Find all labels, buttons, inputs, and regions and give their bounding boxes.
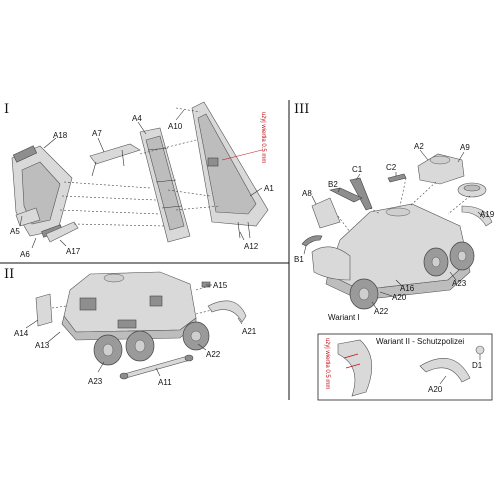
variant-2-box: Wariant II - Schutzpolizei użyj wiertła … xyxy=(317,333,493,401)
section-label-2: II xyxy=(4,267,14,282)
label-a22-s2: A22 xyxy=(206,350,221,359)
part-fender-variant-2 xyxy=(337,339,373,397)
label-a22-s3: A22 xyxy=(374,307,389,316)
part-a7-rails xyxy=(89,143,141,177)
label-a10: A10 xyxy=(168,122,183,131)
label-b1: B1 xyxy=(294,255,304,264)
part-axle-assembly-left xyxy=(11,145,79,243)
wheels-section-3 xyxy=(349,241,475,310)
label-a14: A14 xyxy=(14,329,29,338)
part-chassis-frame xyxy=(139,127,191,243)
part-a2-turret xyxy=(417,153,465,185)
label-a12: A12 xyxy=(244,242,259,251)
label-a8: A8 xyxy=(302,189,312,198)
label-a23-s3: A23 xyxy=(452,279,467,288)
part-a19 xyxy=(461,205,493,227)
label-a9: A9 xyxy=(460,143,470,152)
part-c2 xyxy=(387,173,407,183)
label-a5: A5 xyxy=(10,227,20,236)
label-a4: A4 xyxy=(132,114,142,123)
label-a18: A18 xyxy=(53,131,68,140)
variant-2-label: Wariant II - Schutzpolizei xyxy=(376,337,464,346)
label-a2: A2 xyxy=(414,142,424,151)
section-3-drawing xyxy=(301,149,493,310)
drill-note-2: użyj wiertła 0.5 mm xyxy=(324,338,330,389)
part-a1-body-side xyxy=(191,101,269,239)
part-a9-hatch xyxy=(457,182,487,198)
label-a15: A15 xyxy=(213,281,228,290)
label-a17: A17 xyxy=(66,247,81,256)
label-a7: A7 xyxy=(92,129,102,138)
part-a15 xyxy=(201,281,211,288)
part-b1 xyxy=(301,235,323,247)
part-a8 xyxy=(311,197,341,229)
part-hull-section-2 xyxy=(61,271,197,341)
label-a20-variant: A20 xyxy=(428,385,443,394)
label-a20-s3: A20 xyxy=(392,293,407,302)
label-c1: C1 xyxy=(352,165,363,174)
label-b2: B2 xyxy=(328,180,338,189)
part-a20-fender xyxy=(419,358,471,383)
label-a21: A21 xyxy=(242,327,257,336)
section-2-drawing xyxy=(25,271,247,380)
part-d1-lamp xyxy=(475,345,485,355)
part-a14-plate xyxy=(35,293,53,327)
label-c2: C2 xyxy=(386,163,397,172)
variant-1-label: Wariant I xyxy=(328,313,360,322)
label-a13: A13 xyxy=(35,341,50,350)
label-a16: A16 xyxy=(400,284,415,293)
label-a19: A19 xyxy=(480,210,495,219)
label-a11: A11 xyxy=(158,378,172,387)
section-1-drawing: użyj wiertła 0.5 mm xyxy=(11,101,269,249)
wheels-section-2 xyxy=(93,321,210,366)
label-d1: D1 xyxy=(472,361,483,370)
label-a23-s2: A23 xyxy=(88,377,103,386)
label-a6: A6 xyxy=(20,250,30,259)
part-a11-axle xyxy=(119,354,194,380)
section-label-1: I xyxy=(4,102,9,117)
label-a1: A1 xyxy=(264,184,274,193)
section-label-3: III xyxy=(294,102,309,117)
drill-note-1: użyj wiertła 0.5 mm xyxy=(260,112,266,163)
part-a21-fender xyxy=(207,300,247,323)
